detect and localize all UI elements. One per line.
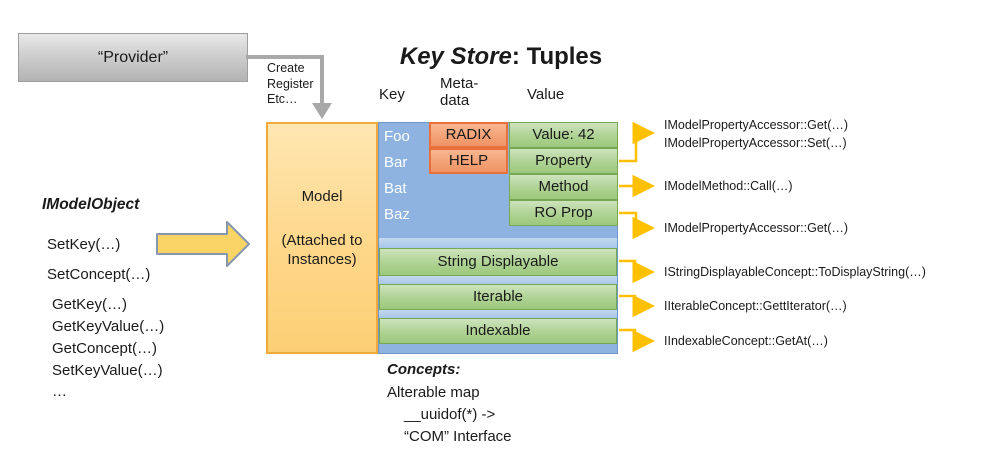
concepts-line-alterable-map: Alterable map (387, 384, 480, 401)
stripe-divider (379, 276, 617, 284)
stripe-divider (379, 238, 617, 248)
api-label-string-displayable: IStringDisplayableConcept::ToDisplayStri… (664, 265, 926, 279)
method-setconcept: SetConcept(…) (47, 266, 151, 283)
method-getkeyvalue: GetKeyValue(…) (52, 318, 165, 335)
method-ellipsis: … (52, 383, 67, 400)
column-header-metadata: Meta- data (440, 75, 479, 109)
connector-iterable-arrow (619, 294, 655, 318)
column-header-value: Value (527, 86, 565, 103)
value-cell-value42: Value: 42 (509, 122, 618, 148)
connector-stringdisplayable-arrow (619, 259, 655, 284)
concept-bar-iterable: Iterable (379, 284, 617, 310)
model-panel: Model (Attached to Instances) (266, 122, 378, 354)
api-property-set: IModelPropertyAccessor::Set(…) (664, 135, 847, 150)
imodelobject-heading: IModelObject (42, 196, 140, 213)
api-label-property: IModelPropertyAccessor::Get(…) IModelPro… (664, 117, 848, 152)
concept-bar-string-displayable: String Displayable (379, 248, 617, 276)
connector-indexable-arrow (619, 328, 655, 353)
model-subtitle: (Attached to Instances) (281, 232, 363, 268)
metadata-tag-help: HELP (429, 148, 508, 174)
model-title: Model (301, 188, 343, 205)
value-cell-method: Method (509, 174, 618, 200)
connector-property-arrow (619, 121, 655, 163)
api-label-indexable: IIndexableConcept::GetAt(…) (664, 334, 828, 348)
column-header-key: Key (379, 86, 405, 103)
api-property-get: IModelPropertyAccessor::Get(…) (664, 118, 849, 132)
block-arrow (156, 221, 250, 267)
api-label-roprop: IModelPropertyAccessor::Get(…) (664, 221, 849, 235)
value-cell-roprop: RO Prop (509, 200, 618, 226)
key-row-baz: Baz (384, 206, 410, 223)
method-getkey: GetKey(…) (52, 296, 128, 313)
key-row-bat: Bat (384, 180, 407, 197)
key-row-bar: Bar (384, 154, 408, 171)
api-label-iterable: IIterableConcept::GettIterator(…) (664, 299, 847, 313)
concepts-line-com-interface: “COM” Interface (404, 428, 512, 445)
page-title: Key Store: Tuples (366, 43, 636, 71)
api-label-method: IModelMethod::Call(…) (664, 179, 793, 193)
provider-box: “Provider” (18, 33, 248, 82)
title-emphasis: Key Store (399, 43, 512, 70)
connector-roprop-arrow (619, 211, 655, 240)
concept-bar-indexable: Indexable (379, 318, 617, 344)
create-register-note: Create Register Etc… (267, 61, 314, 106)
stripe-divider (379, 310, 617, 318)
key-row-foo: Foo (384, 128, 410, 145)
metadata-tag-radix: RADIX (429, 122, 508, 148)
method-setkeyvalue: SetKeyValue(…) (52, 362, 163, 379)
provider-label: “Provider” (97, 48, 169, 66)
title-rest: : Tuples (511, 43, 603, 70)
concepts-heading: Concepts: (387, 361, 461, 378)
method-setkey: SetKey(…) (47, 236, 121, 253)
method-getconcept: GetConcept(…) (52, 340, 158, 357)
concepts-line-uuidof: __uuidof(*) -> (404, 406, 496, 423)
value-cell-property: Property (509, 148, 618, 174)
